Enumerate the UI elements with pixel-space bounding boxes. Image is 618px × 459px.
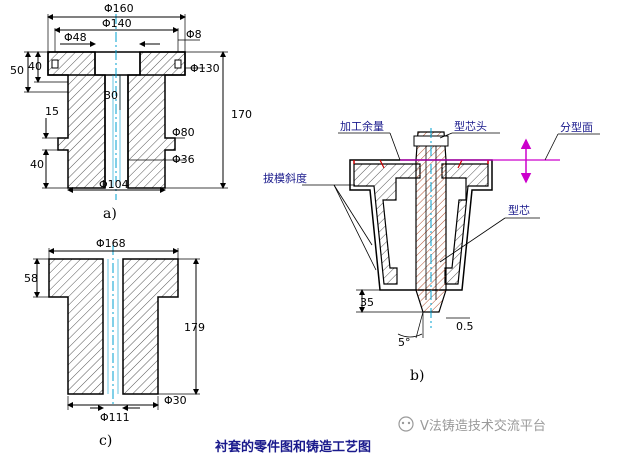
part-c-left-section <box>48 258 104 395</box>
watermark-text: V法铸造技术交流平台 <box>420 418 546 434</box>
dim-a-50: 50 <box>10 64 24 77</box>
part-c-right-section <box>122 258 179 395</box>
watermark-logo-icon <box>398 416 414 432</box>
label-parting-face: 分型面 <box>560 120 593 134</box>
figure-caption: 衬套的零件图和铸造工艺图 <box>215 439 371 455</box>
dim-a-40-bottom: 40 <box>30 158 44 171</box>
panel-c-dim-texts: Φ168 58 179 Φ30 Φ111 c) <box>24 237 205 449</box>
dim-a-15: 15 <box>45 105 59 118</box>
panel-a-dim-texts: Φ160 Φ140 Φ48 Φ8 Φ130 50 40 30 170 15 Φ8… <box>10 2 252 222</box>
dim-b-35: 35 <box>360 296 374 309</box>
panel-c-drawing <box>33 245 200 411</box>
dim-c-phi30: Φ30 <box>164 394 187 407</box>
label-core-print: 型芯头 <box>454 119 487 133</box>
dim-c-phi168: Φ168 <box>96 237 126 250</box>
dim-a-phi80: Φ80 <box>172 126 195 139</box>
panel-a-label: a) <box>103 206 117 222</box>
panel-c-label: c) <box>99 433 112 449</box>
dim-a-phi140: Φ140 <box>102 17 132 30</box>
dim-a-phi36: Φ36 <box>172 153 195 166</box>
label-draft-angle: 拔模斜度 <box>263 171 307 185</box>
dim-c-phi111: Φ111 <box>100 411 130 424</box>
part-a-right-section <box>127 51 186 189</box>
label-machining-allowance: 加工余量 <box>340 119 384 133</box>
dim-a-40-top: 40 <box>28 60 42 73</box>
panel-a-drawing <box>24 14 228 200</box>
panel-b-texts: 加工余量 型芯头 分型面 拔模斜度 型芯 35 5° 0.5 b) <box>263 119 593 384</box>
label-core: 型芯 <box>508 203 530 217</box>
casting-left-section <box>353 163 421 285</box>
dim-a-phi160: Φ160 <box>104 2 134 15</box>
mold-outer-outline <box>349 159 493 291</box>
panel-b-label: b) <box>410 368 424 384</box>
dim-a-30: 30 <box>104 89 118 102</box>
dim-a-phi104: Φ104 <box>99 178 129 191</box>
dim-a-phi48: Φ48 <box>64 31 87 44</box>
dim-c-179: 179 <box>184 321 205 334</box>
panel-b-drawing <box>302 128 600 339</box>
dim-a-phi130: Φ130 <box>190 62 220 75</box>
dim-a-170: 170 <box>231 108 252 121</box>
watermark: V法铸造技术交流平台 <box>398 416 546 434</box>
part-a-left-section <box>47 51 106 189</box>
dim-c-58: 58 <box>24 272 38 285</box>
dim-b-0-5: 0.5 <box>456 320 474 333</box>
dim-a-phi8: Φ8 <box>186 28 202 41</box>
dim-b-5deg: 5° <box>398 336 411 349</box>
